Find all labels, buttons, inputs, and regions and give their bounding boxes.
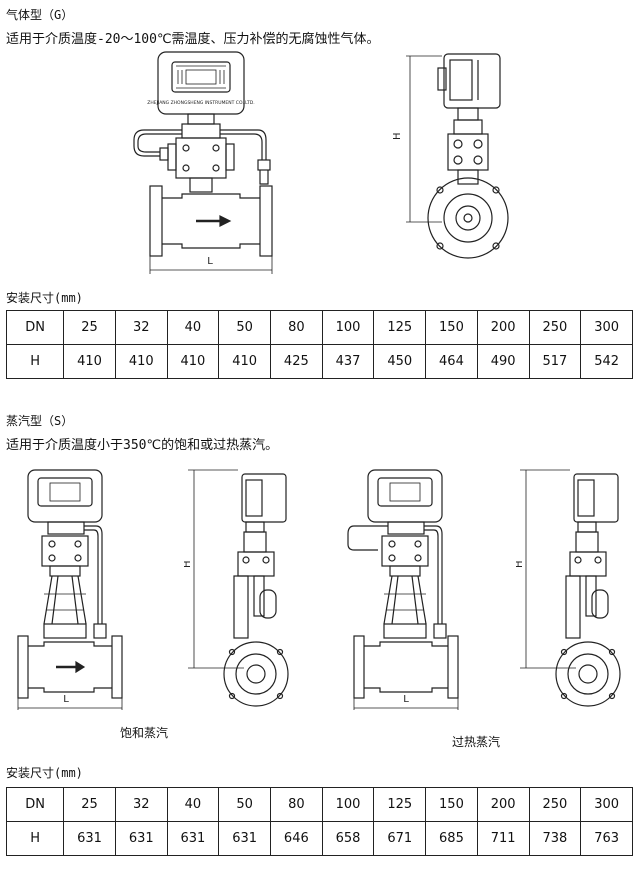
table-cell: 437 [321,344,375,379]
dimension-H-label: H [392,132,403,140]
h-row-label: H [5,821,65,856]
superheated-steam-side-view-drawing: H [516,469,621,707]
right-flange [259,185,273,257]
saturated-steam-front-view-drawing: L [17,469,123,710]
table-cell: 300 [580,787,633,822]
table-cell: 200 [476,310,530,345]
dimension-H-label: H [184,560,193,568]
table-cell: 200 [476,787,530,822]
superheated-steam-front-view-drawing: L [347,469,459,710]
display-screen [171,61,231,93]
table-cell: 410 [166,344,220,379]
gas-heading: 气体型（G） [6,8,74,22]
steam-table-caption: 安装尺寸(mm) [6,766,83,780]
table-cell: 410 [114,344,168,379]
table-cell: 490 [476,344,530,379]
table-cell: 32 [114,787,168,822]
table-cell: 685 [425,821,478,856]
table-cell: 250 [528,787,582,822]
table-cell: 125 [373,310,427,345]
table-cell: 410 [218,344,271,379]
table-cell: 50 [218,310,271,345]
table-cell: 25 [63,787,116,822]
table-cell: 40 [166,310,220,345]
table-cell: 80 [269,310,323,345]
table-cell: 711 [476,821,530,856]
table-cell: 631 [63,821,116,856]
side-flange [427,177,509,259]
steam-heading: 蒸汽型（S） [6,414,74,428]
table-cell: 671 [373,821,427,856]
saturated-steam-caption: 饱和蒸汽 [120,726,169,740]
dimension-L-label: L [63,694,69,705]
meter-plate-text: ZHEJIANG ZHONGSHENG INSTRUMENT CO.,LTD. [147,100,254,106]
gas-side-view-drawing: H [392,53,509,259]
table-cell: 631 [114,821,168,856]
table-cell: 631 [218,821,271,856]
h-row-label: H [5,344,65,379]
dimension-L-label: L [403,694,409,705]
table-cell: 150 [425,310,478,345]
table-cell: 150 [425,787,478,822]
gas-description: 适用于介质温度-20～100℃需温度、压力补偿的无腐蚀性气体。 [6,32,380,47]
table-cell: 646 [269,821,323,856]
table-cell: 250 [528,310,582,345]
table-cell: 80 [269,787,323,822]
table-cell: 32 [114,310,168,345]
gas-dimensions-table: DN 25 32 40 50 80 100 125 150 200 250 30… [5,310,633,379]
table-cell: 425 [269,344,323,379]
dn-row-label: DN [5,310,65,345]
table-cell: 631 [166,821,220,856]
left-flange [149,185,163,257]
dimension-L-label: L [207,256,213,267]
table-cell: 542 [580,344,633,379]
steam-description: 适用于介质温度小于350℃的饱和或过热蒸汽。 [6,438,279,453]
table-cell: 517 [528,344,582,379]
table-cell: 25 [63,310,116,345]
table-cell: 50 [218,787,271,822]
table-cell: 464 [425,344,478,379]
table-cell: 125 [373,787,427,822]
table-cell: 738 [528,821,582,856]
table-cell: 450 [373,344,427,379]
table-cell: 410 [63,344,116,379]
table-cell: 100 [321,310,375,345]
saturated-steam-side-view-drawing: H [184,469,289,707]
dimension-H-label: H [516,560,525,568]
table-cell: 40 [166,787,220,822]
table-row: DN 25 32 40 50 80 100 125 150 200 250 30… [5,787,633,822]
steam-dimensions-table: DN 25 32 40 50 80 100 125 150 200 250 30… [5,787,633,856]
table-row: H 410 410 410 410 425 437 450 464 490 51… [5,344,633,379]
table-cell: 100 [321,787,375,822]
gas-front-view-drawing: ZHEJIANG ZHONGSHENG INSTRUMENT CO.,LTD. … [133,51,273,274]
gas-table-caption: 安装尺寸(mm) [6,291,83,305]
table-row: H 631 631 631 631 646 658 671 685 711 73… [5,821,633,856]
table-cell: 763 [580,821,633,856]
superheated-steam-caption: 过热蒸汽 [452,735,501,749]
table-cell: 658 [321,821,375,856]
table-cell: 300 [580,310,633,345]
dn-row-label: DN [5,787,65,822]
table-row: DN 25 32 40 50 80 100 125 150 200 250 30… [5,310,633,345]
